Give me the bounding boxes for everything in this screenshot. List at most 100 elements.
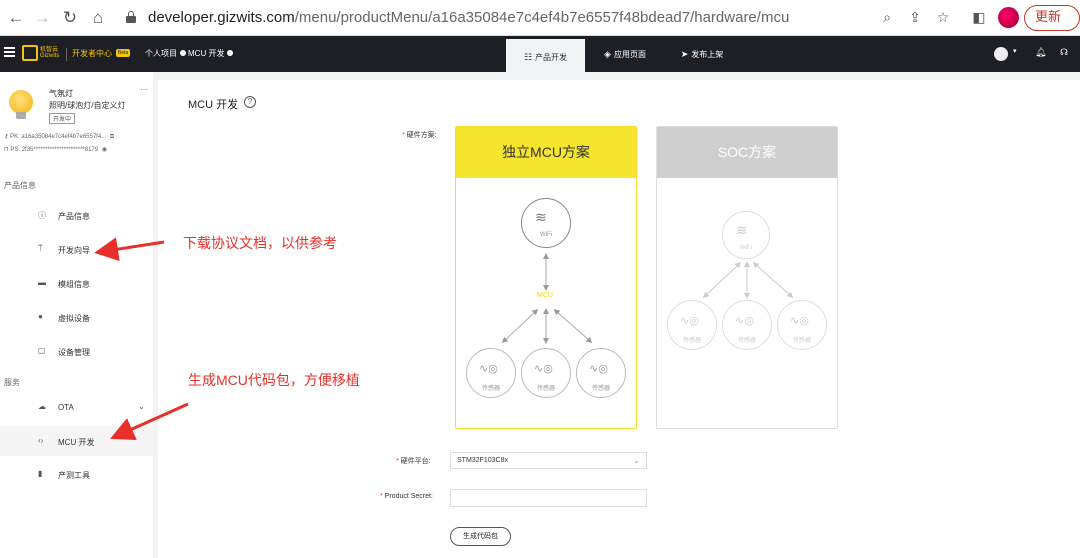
sliders-icon: ☷ [523,52,533,62]
sidebar-item-device-mgmt[interactable]: ▢设备管理 [38,346,90,357]
wifi-icon: ≋ [736,222,748,238]
sensor-node: ∿◎传感器 [722,300,772,350]
product-secret-label: * Product Secret: [380,493,433,500]
dropdown-dot-icon[interactable] [227,50,234,56]
generate-code-button[interactable]: 生成代码包 [450,527,511,546]
beta-badge: Beta [116,49,131,57]
hardware-platform-select[interactable]: STM32F103C8x⌄ [450,452,647,469]
page-title: MCU 开发 [188,99,239,111]
reload-icon[interactable]: ↻ [62,8,78,27]
profile-avatar[interactable] [998,7,1019,28]
lock-icon: ⊓ [4,147,9,153]
module-icon: ▬ [38,278,46,287]
logo-divider [66,48,67,61]
chevron-down-icon: ⌄ [138,402,145,411]
tab-product-dev[interactable]: ☷产品开发 [506,36,585,72]
annotation-generate-mcu: 生成MCU代码包，方便移植 [188,372,360,388]
product-key: ⚷ PK: a16a35084e7c4ef4b7e6557f4... ⧉ [4,134,115,140]
sensor-node: ∿◎传感器 [667,300,717,350]
soc-scheme-card[interactable]: SOC方案 ≋WiFi ∿◎传感器 ∿◎传感器 ∿◎传感器 [656,126,838,429]
mcu-node-label: MCU [537,292,553,299]
sensor-icon: ∿◎ [534,363,553,375]
sidebar-item-ota[interactable]: ☁OTA⌄ [38,402,145,412]
eye-icon[interactable]: ◉ [101,147,108,153]
dropdown-dot-icon[interactable] [180,50,186,56]
tab-publish[interactable]: ➤发布上架 [680,49,724,59]
headset-icon[interactable]: ☊ [1060,47,1068,57]
browser-toolbar: ← → ↻ ⌂ developer.gizwits.com/menu/produ… [0,0,1080,36]
main-panel: MCU 开发 ? * 硬件方案: 独立MCU方案 ≋WiFi MCU ∿◎传感器… [158,80,1080,558]
mcu-diagram-lines [501,253,593,344]
signpost-icon: ⍑ [38,244,43,253]
sensor-node: ∿◎传感器 [521,348,571,398]
forward-icon[interactable]: → [33,8,51,27]
product-secret: ⊓ PS: 2f35**********************8179 ◉ [4,147,108,153]
info-icon: ⓘ [38,211,46,220]
tab-app-pages[interactable]: ◈应用页面 [604,49,646,59]
mcu-scheme-title: 独立MCU方案 [456,127,636,178]
developer-center-link[interactable]: 开发者中心 [72,49,112,58]
wifi-icon: ≋ [535,209,547,225]
section-service: 服务 [4,378,20,387]
soc-diagram-lines [702,261,794,299]
sensor-icon: ∿◎ [479,363,498,375]
annotation-download-doc: 下载协议文档，以供参考 [183,235,337,251]
sensor-node: ∿◎传感器 [576,348,626,398]
sensor-icon: ∿◎ [790,315,809,327]
sidebar-item-virtual-device[interactable]: ●虚拟设备 [38,312,90,323]
diamond-icon: ◈ [604,49,611,59]
extension-icon[interactable]: ◧ [972,9,986,25]
soc-scheme-title: SOC方案 [657,127,837,178]
chevron-down-icon: ⌄ [633,456,640,465]
device-icon: ▢ [38,346,46,355]
key-icon: ⚷ [4,134,9,140]
help-icon[interactable]: ? [244,96,256,108]
chevron-down-icon[interactable]: ▾ [1013,48,1017,55]
product-secret-input[interactable] [450,489,647,507]
sidebar: 气氛灯 照明/球泡灯/自定义灯 开发中 ··· ⚷ PK: a16a35084e… [0,72,153,558]
gizwits-logo[interactable] [22,45,38,61]
wifi-node: ≋WiFi [521,198,571,248]
sidebar-item-dev-guide[interactable]: ⍑开发向导 [38,244,90,255]
product-type: 照明/球泡灯/自定义灯 [49,101,126,110]
zoom-icon[interactable]: ⌕ [883,9,891,25]
product-bulb-icon [9,90,33,114]
breadcrumb-projects[interactable]: 个人项目 [145,49,177,58]
globe-icon: ● [38,312,43,321]
home-icon[interactable]: ⌂ [92,8,104,27]
tool-icon: ▮ [38,469,43,478]
wifi-node: ≋WiFi [722,211,770,259]
more-icon[interactable]: ··· [140,85,148,94]
sensor-node: ∿◎传感器 [777,300,827,350]
star-icon[interactable]: ☆ [936,9,950,25]
hardware-platform-label: * 硬件平台: [396,458,431,465]
address-bar[interactable]: developer.gizwits.com/menu/productMenu/a… [114,4,869,32]
sensor-icon: ∿◎ [680,315,699,327]
bell-icon[interactable]: 🔔︎ [1035,47,1047,57]
code-icon: ‹› [38,436,44,445]
sidebar-item-module-info[interactable]: ▬模组信息 [38,278,90,289]
url-text: developer.gizwits.com/menu/productMenu/a… [148,9,790,26]
hardware-scheme-label: * 硬件方案: [402,132,437,139]
sidebar-item-test-tool[interactable]: ▮产测工具 [38,469,90,480]
back-icon[interactable]: ← [7,8,25,27]
copy-icon[interactable]: ⧉ [109,134,115,140]
send-icon: ➤ [680,49,689,59]
menu-icon[interactable] [4,47,15,57]
bulb-base [16,112,26,119]
sensor-node: ∿◎传感器 [466,348,516,398]
sensor-icon: ∿◎ [735,315,754,327]
status-badge: 开发中 [49,113,76,124]
sensor-icon: ∿◎ [589,363,608,375]
section-product-info: 产品信息 [4,181,36,190]
breadcrumb-mcu[interactable]: MCU 开发 [188,49,225,58]
mcu-scheme-card[interactable]: 独立MCU方案 ≋WiFi MCU ∿◎传感器 ∿◎传感器 ∿◎传感器 [455,126,637,429]
user-avatar[interactable] [994,47,1008,61]
product-name: 气氛灯 [49,89,73,98]
lock-icon [126,11,136,23]
share-icon[interactable]: ⇪ [909,9,921,25]
